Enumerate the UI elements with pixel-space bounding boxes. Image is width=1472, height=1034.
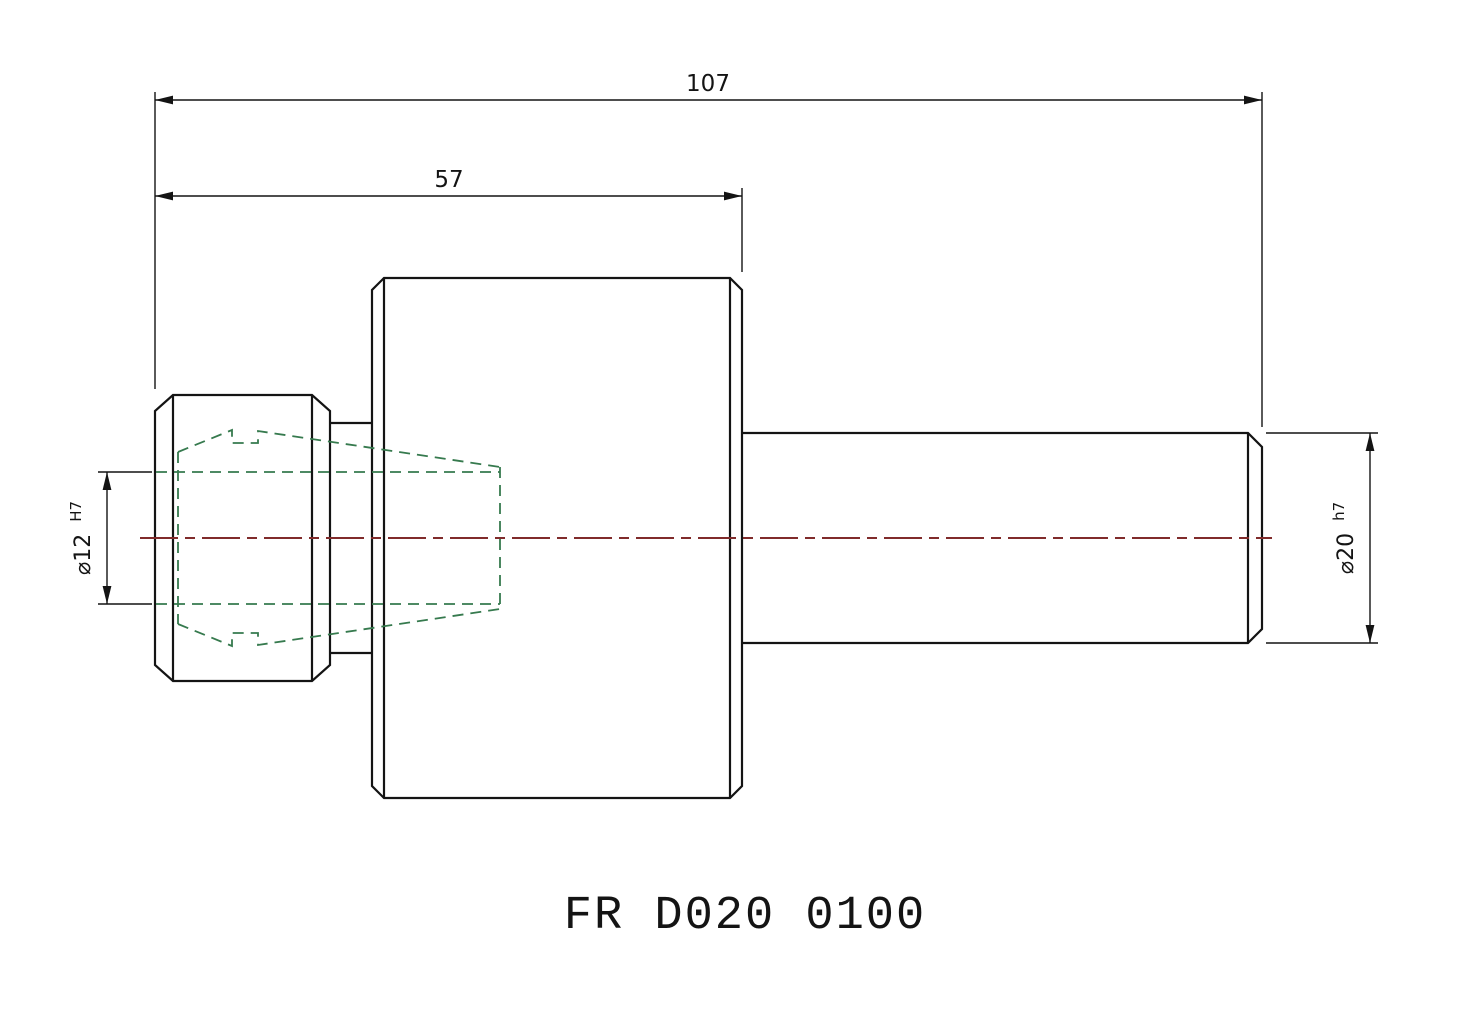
- collet-taper-bottom: [177, 608, 501, 648]
- dim-overall-length: 107: [154, 71, 1263, 427]
- hidden-collet-lines: [156, 428, 501, 648]
- bore-dia-value: ⌀12: [71, 534, 96, 575]
- dim-overall-length-label: 107: [686, 71, 730, 97]
- arrowhead: [1365, 433, 1375, 451]
- arrowhead: [102, 586, 112, 604]
- arrowhead: [155, 95, 173, 105]
- collet-nut-outline: [153, 393, 332, 683]
- arrowhead: [155, 191, 173, 201]
- dimensions: 107 57 ⌀12 H7: [67, 71, 1378, 644]
- dim-shank-diameter: ⌀20 h7: [1266, 432, 1378, 644]
- dim-head-length: 57: [155, 167, 743, 272]
- dim-shank-label: ⌀20 h7: [1330, 502, 1359, 574]
- bore-tolerance: H7: [67, 501, 85, 522]
- arrowhead: [1244, 95, 1262, 105]
- dim-bore-diameter: ⌀12 H7: [67, 471, 152, 605]
- arrowhead: [102, 472, 112, 490]
- collet-taper-top: [177, 428, 501, 468]
- shank-dia-value: ⌀20: [1334, 533, 1359, 574]
- drawing-title: FR D020 0100: [564, 890, 926, 943]
- dim-bore-label: ⌀12 H7: [67, 501, 96, 575]
- arrowhead: [1365, 625, 1375, 643]
- dim-head-length-label: 57: [434, 167, 463, 193]
- shank-tolerance: h7: [1330, 502, 1348, 521]
- arrowhead: [724, 191, 742, 201]
